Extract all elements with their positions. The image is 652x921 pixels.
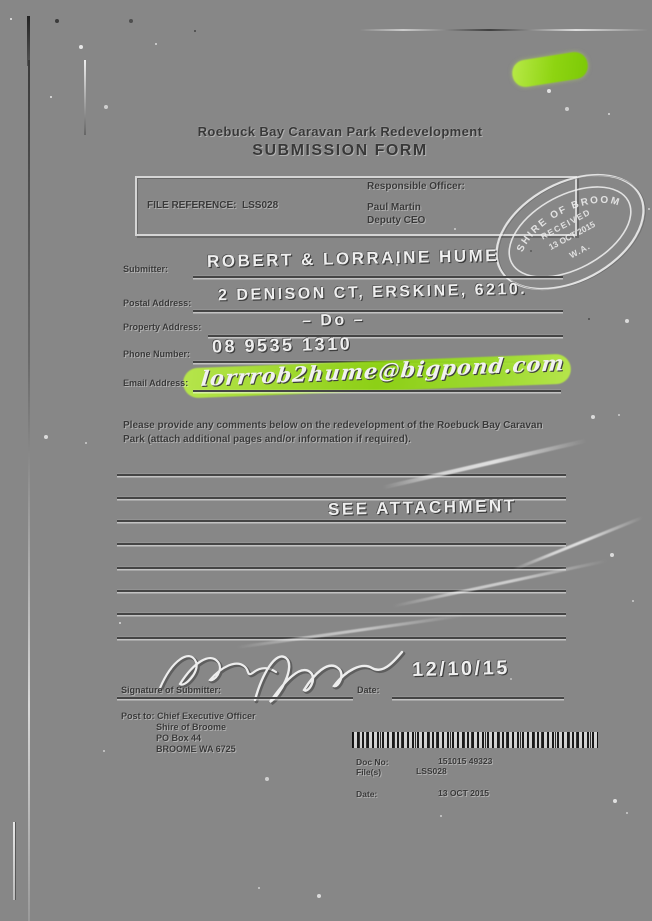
signature-line: [117, 697, 353, 699]
scan-speckles: [10, 18, 12, 20]
responsible-officer-title: Deputy CEO: [367, 215, 426, 226]
phone-number-handwriting: 08 9535 1310: [211, 333, 353, 357]
comment-line-6: [117, 590, 566, 592]
comment-line-5: [117, 567, 566, 569]
file-reference: FILE REFERENCE: LSS028: [147, 200, 278, 211]
scan-edge-line: [28, 60, 30, 921]
property-address-line: [208, 335, 563, 337]
doc-no-value: 151015 49323: [438, 756, 493, 766]
svg-text:SHIRE OF BROOME: SHIRE OF BROOME: [486, 162, 626, 276]
post-to-line-1: Post to: Chief Executive Officer: [121, 711, 256, 721]
phone-number-label: Phone Number:: [123, 349, 191, 359]
comment-line-7: [117, 613, 566, 615]
date-label: Date:: [357, 685, 380, 695]
comment-line-2: [117, 497, 566, 499]
file-reference-box: FILE REFERENCE: LSS028 Responsible Offic…: [135, 176, 577, 236]
submitter-signatures: [158, 650, 406, 705]
doc-no-label: Doc No:: [356, 757, 389, 767]
property-address-handwriting: – Do –: [301, 311, 366, 330]
registry-date-value: 13 OCT 2015: [438, 788, 490, 798]
comment-line-3: [117, 520, 566, 522]
date-handwriting: 12/10/15: [411, 656, 511, 682]
comments-prompt: Please provide any comments below on the…: [123, 420, 543, 445]
comment-line-4: [117, 543, 566, 545]
highlighter-mark: [510, 50, 590, 89]
signature-label: Signature of Submitter:: [121, 685, 222, 695]
post-to-line-4: BROOME WA 6725: [156, 744, 236, 754]
scan-mark: [84, 60, 86, 135]
stamp-state-text: W.A.: [568, 241, 592, 260]
submitter-line: [193, 276, 563, 278]
scan-edge-line-bottom: [13, 822, 15, 900]
submitter-handwriting: ROBERT & LORRAINE HUME: [206, 245, 500, 272]
date-line: [392, 697, 564, 699]
file-value: LSS028: [416, 766, 447, 776]
email-address-label: Email Address:: [123, 378, 189, 388]
postal-address-label: Postal Address:: [123, 298, 192, 308]
scan-scratch: [360, 29, 648, 31]
form-title: Roebuck Bay Caravan Park Redevelopment: [197, 124, 483, 139]
scan-edge-line-top: [27, 16, 30, 66]
post-to-line-3: PO Box 44: [156, 733, 202, 743]
postal-address-line: [193, 310, 563, 312]
crease-streak: [382, 438, 588, 490]
registry-barcode: [352, 732, 598, 748]
responsible-officer-label: Responsible Officer:: [367, 181, 465, 192]
form-subtitle: SUBMISSION FORM: [252, 142, 428, 159]
email-address-line: [193, 390, 561, 392]
comment-line-8: [117, 637, 566, 639]
registry-date-label: Date:: [356, 789, 378, 799]
comments-handwriting: SEE ATTACHMENT: [327, 496, 517, 519]
comment-line-1: [117, 474, 566, 476]
file-reference-value: LSS028: [242, 200, 279, 211]
submitter-label: Submitter:: [123, 264, 168, 274]
file-label: File(s): [356, 767, 382, 777]
postal-address-handwriting: 2 DENISON CT, ERSKINE, 6210.: [217, 280, 528, 305]
stamp-org-text: SHIRE OF BROOME: [486, 162, 626, 276]
responsible-officer-name: Paul Martin: [367, 202, 421, 213]
property-address-label: Property Address:: [123, 322, 202, 332]
file-reference-label: FILE REFERENCE:: [147, 200, 237, 211]
post-to-line-2: Shire of Broome: [156, 722, 227, 732]
received-stamp: SHIRE OF BROOME RECEIVED 13 OCT 2015 W.A…: [486, 162, 646, 291]
